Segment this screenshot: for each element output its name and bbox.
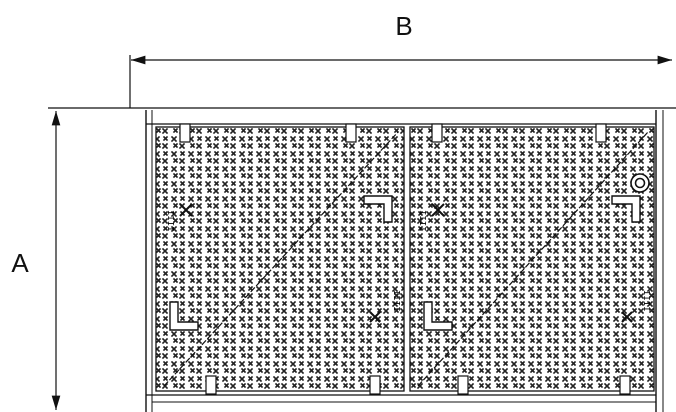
top-clips bbox=[179, 123, 607, 143]
clip bbox=[205, 375, 217, 395]
x-marker bbox=[369, 311, 381, 323]
clip bbox=[369, 375, 381, 395]
center-markers bbox=[179, 203, 633, 323]
dimension-b-label: B bbox=[395, 11, 412, 41]
dimension-b: B bbox=[129, 11, 672, 108]
bracket bbox=[611, 195, 641, 223]
bracket bbox=[423, 301, 453, 331]
bracket bbox=[169, 301, 199, 331]
clip bbox=[595, 123, 607, 143]
x-marker bbox=[621, 311, 633, 323]
stamp-text: IIII bbox=[417, 210, 427, 232]
dimension-a-label: A bbox=[11, 248, 29, 278]
clip bbox=[619, 375, 631, 395]
stamp-text: IIII bbox=[391, 290, 401, 312]
diagonal-line bbox=[163, 131, 399, 387]
diagonal-line bbox=[417, 131, 649, 387]
clip bbox=[345, 123, 357, 143]
lock-ring-icon bbox=[630, 173, 650, 193]
grating-panel-right: IIII IIII bbox=[409, 126, 655, 392]
dimension-a: A bbox=[11, 107, 676, 410]
x-marker bbox=[179, 203, 193, 217]
clip bbox=[179, 123, 191, 143]
grating-panel-left: IIII IIII bbox=[155, 126, 405, 392]
bracket bbox=[363, 195, 393, 223]
corner-brackets bbox=[169, 195, 641, 331]
panel-frame bbox=[145, 110, 664, 412]
stamp-text: IIII bbox=[641, 290, 651, 312]
bottom-clips bbox=[205, 375, 631, 395]
x-marker bbox=[431, 203, 445, 217]
clip bbox=[431, 123, 443, 143]
stamp-text: IIII bbox=[165, 210, 175, 232]
clip bbox=[457, 375, 469, 395]
